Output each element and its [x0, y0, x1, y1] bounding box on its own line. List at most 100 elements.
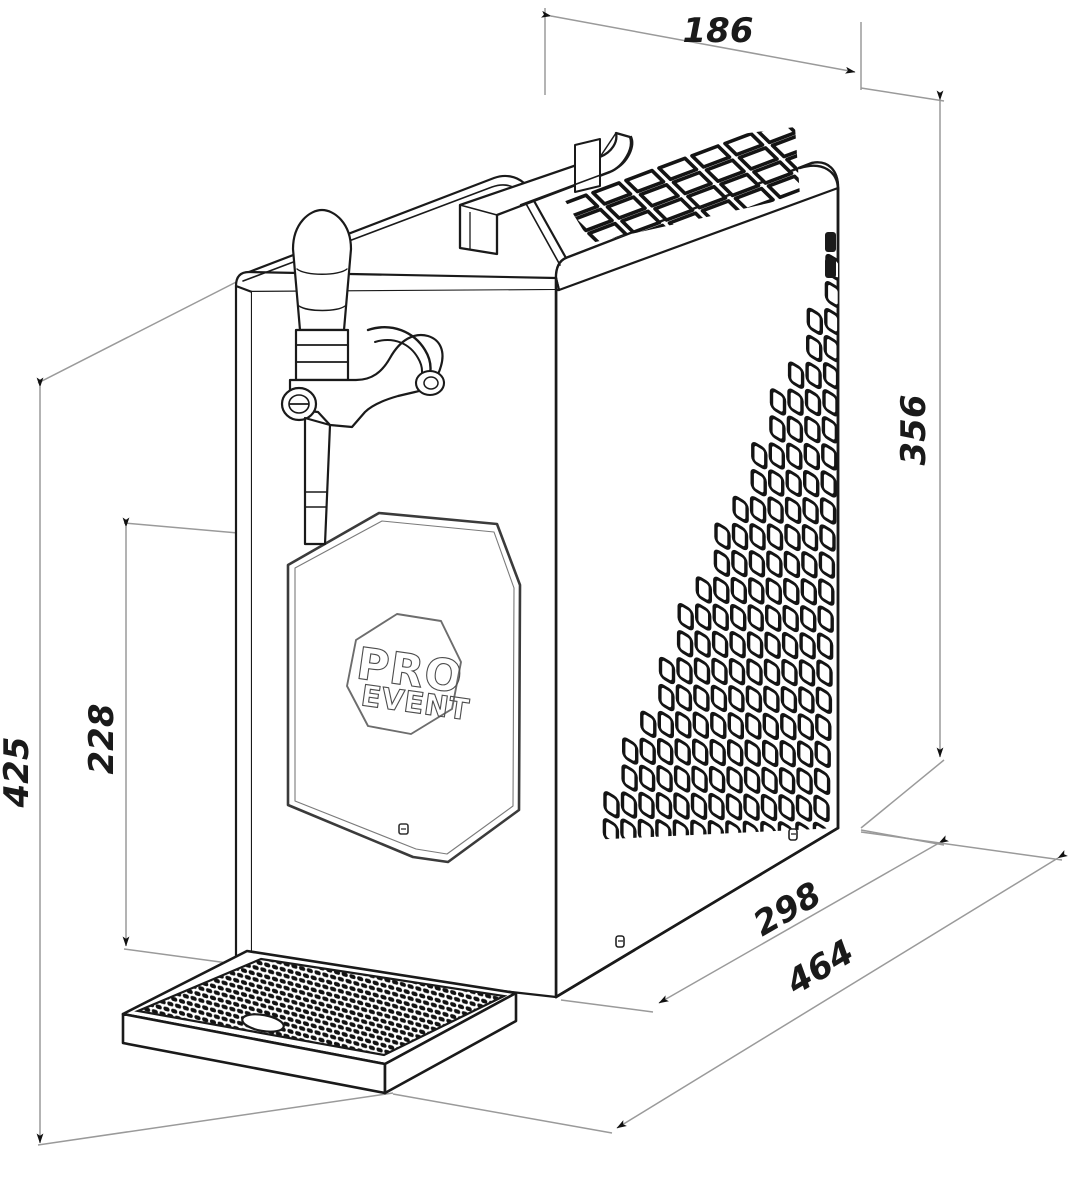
dim-label-298: 298: [747, 874, 828, 944]
carry-handle: [458, 131, 634, 256]
vent-louver: [806, 307, 823, 336]
top-vent-cell: [686, 184, 728, 210]
vent-louver: [747, 604, 764, 632]
vent-louver: [819, 524, 836, 552]
dimension-lines: [36, 8, 1068, 1146]
vent-louver: [822, 389, 838, 417]
vent-louver: [779, 740, 796, 768]
top-vent-cell: [723, 131, 765, 157]
tap-collar: [294, 328, 350, 382]
vent-louver: [786, 442, 803, 470]
vent-louver: [800, 578, 817, 606]
vent-louver: [657, 710, 674, 739]
dim-label-425: 425: [0, 737, 37, 809]
vent-louver: [803, 442, 820, 471]
vent-louver: [693, 684, 710, 712]
vent-louver: [797, 740, 814, 768]
dim-line-464: [616, 850, 1068, 1129]
vent-louver: [804, 388, 822, 417]
vent-louver: [620, 791, 638, 819]
vent-louver: [804, 415, 821, 444]
vent-louver: [731, 549, 748, 578]
vent-louver: [797, 713, 814, 741]
vent-louver: [784, 496, 802, 525]
vent-louver: [725, 793, 743, 821]
vent-louver: [695, 603, 712, 631]
ext-line-464-a: [860, 831, 1063, 861]
vent-louver: [765, 604, 782, 632]
vent-louver: [798, 686, 815, 714]
vent-louver: [602, 818, 620, 840]
vent-louver: [778, 767, 796, 795]
top-vent-cell: [638, 183, 680, 208]
top-vent-cell: [770, 133, 800, 159]
vent-louver: [748, 577, 765, 605]
vent-louver: [732, 495, 749, 524]
ext-line-356-top: [860, 87, 945, 102]
vent-louver: [781, 631, 799, 660]
vent-louver: [714, 522, 731, 550]
vent-louver: [731, 522, 749, 551]
tap-spout: [303, 416, 332, 546]
vent-louver: [795, 794, 813, 822]
vent-louver: [695, 576, 712, 604]
vent-louver: [710, 684, 728, 713]
vent-louver: [638, 764, 656, 793]
vent-louver: [760, 793, 778, 822]
top-vent-cell: [587, 221, 629, 243]
vent-louver: [708, 792, 725, 821]
top-vent-cell: [653, 197, 695, 222]
vent-louver: [673, 765, 691, 793]
ext-line-425-top: [37, 274, 251, 384]
vent-louver: [785, 469, 802, 497]
vent-louver: [815, 686, 833, 714]
vent-louver: [766, 523, 784, 551]
vent-louver: [675, 684, 693, 712]
top-vent-cell: [766, 174, 800, 200]
base-screw-right: [788, 828, 798, 841]
panel-screw: [398, 823, 409, 835]
vent-louver: [728, 685, 745, 713]
vent-louver: [746, 658, 763, 686]
vent-louver: [813, 767, 831, 796]
vent-louver: [711, 630, 729, 659]
top-vent-cell: [737, 146, 779, 171]
vent-louver: [743, 793, 760, 821]
vent-louver: [805, 361, 822, 390]
vent-louver: [787, 361, 805, 389]
vent-louver: [798, 659, 816, 687]
vent-louver: [690, 792, 708, 820]
vent-louver: [622, 737, 639, 765]
base-screws: [615, 828, 798, 948]
vent-louver: [819, 497, 837, 525]
top-vent-cell: [719, 172, 761, 198]
vent-louver: [802, 497, 819, 525]
dim-label-356: 356: [894, 395, 934, 466]
vent-louver: [786, 415, 804, 443]
vent-louver: [801, 551, 818, 579]
vent-louver: [762, 712, 779, 741]
vent-louver: [746, 631, 764, 659]
vent-louver: [675, 711, 692, 739]
vent-louver: [763, 685, 780, 713]
vent-louver: [709, 738, 726, 767]
vent-louver: [800, 605, 817, 633]
vent-louver: [816, 632, 834, 660]
dim-line-186: [541, 10, 856, 74]
vent-louver: [676, 630, 694, 658]
rear-slot-vent: [825, 232, 836, 278]
ext-line-464-b: [392, 1093, 613, 1134]
top-vent-cell: [733, 186, 775, 212]
vent-louver: [603, 791, 620, 819]
vent-louver: [726, 766, 743, 794]
cabinet-top-right-round: [798, 164, 840, 192]
vent-louver: [783, 550, 801, 579]
dim-label-464: 464: [779, 932, 861, 1003]
vent-louver: [767, 496, 784, 524]
top-vent-cell: [704, 158, 746, 183]
vent-louver: [766, 550, 783, 578]
vent-louver: [769, 415, 786, 443]
vent-louver: [677, 603, 694, 631]
vent-louver: [638, 791, 655, 820]
vent-louver: [692, 738, 709, 766]
